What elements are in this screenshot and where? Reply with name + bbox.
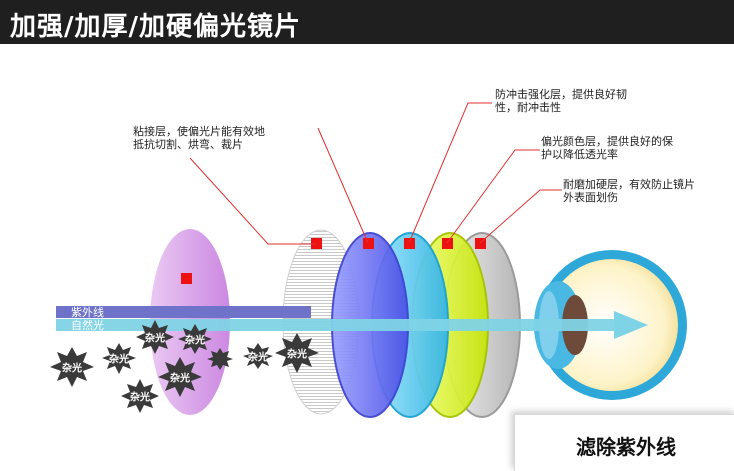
noise-star-icon <box>158 357 202 397</box>
uv-filter-label: 滤除紫外线 <box>576 435 676 459</box>
page-title: 加强/加厚/加硬偏光镜片 <box>10 12 301 42</box>
marker-cyan-lens <box>404 238 415 249</box>
noise-star-icon <box>207 348 233 370</box>
leader-hardcoat <box>479 189 562 244</box>
marker-blue-lens <box>363 238 374 249</box>
marker-striped-lens <box>311 238 322 249</box>
callout-impact: 防冲击强化层，提供良好韧 性，耐冲击性 <box>495 88 627 114</box>
noise-star-icon <box>243 343 273 369</box>
noise-label: 杂光 <box>170 373 190 385</box>
noise-label: 杂光 <box>248 352 268 364</box>
uv-ray <box>56 306 311 318</box>
callout-hard-coat: 耐磨加硬层，有效防止镜片 外表面划伤 <box>563 178 695 204</box>
marker-gray-lens <box>475 238 486 249</box>
noise-star-icon <box>275 333 319 373</box>
noise-star-icon <box>102 343 136 374</box>
noise-star-icon <box>136 320 174 354</box>
ray-arrowhead-icon <box>614 311 648 339</box>
noise-label: 杂光 <box>145 333 165 345</box>
noise-star-icon <box>50 347 94 387</box>
noise-label: 杂光 <box>185 335 205 347</box>
noise-label: 杂光 <box>62 363 82 375</box>
uv-filter-box: 滤除紫外线 <box>514 414 734 471</box>
marker-yellow-lens <box>442 238 453 249</box>
noise-star-icon <box>121 379 159 413</box>
leader-polar <box>446 149 540 244</box>
callout-polar-color: 偏光颜色层，提供良好的保 护以降低透光率 <box>541 135 673 161</box>
uv-ray-label: 紫外线 <box>71 306 104 319</box>
natural-light-label: 自然光 <box>71 319 104 332</box>
marker-purple-lens <box>181 273 192 284</box>
leader-impact-a <box>317 127 369 244</box>
header-bar: 加强/加厚/加硬偏光镜片 <box>0 0 734 44</box>
noise-label: 杂光 <box>287 349 307 361</box>
noise-label: 杂光 <box>109 354 129 366</box>
leader-impact-b <box>408 102 492 244</box>
callout-adhesive: 粘接层，使偏光片能有效地 抵抗切割、烘弯、裁片 <box>133 125 265 151</box>
noise-label: 杂光 <box>130 392 150 404</box>
leader-adhesive <box>189 157 316 245</box>
natural-light-ray <box>56 319 616 331</box>
noise-star-icon <box>178 324 212 354</box>
